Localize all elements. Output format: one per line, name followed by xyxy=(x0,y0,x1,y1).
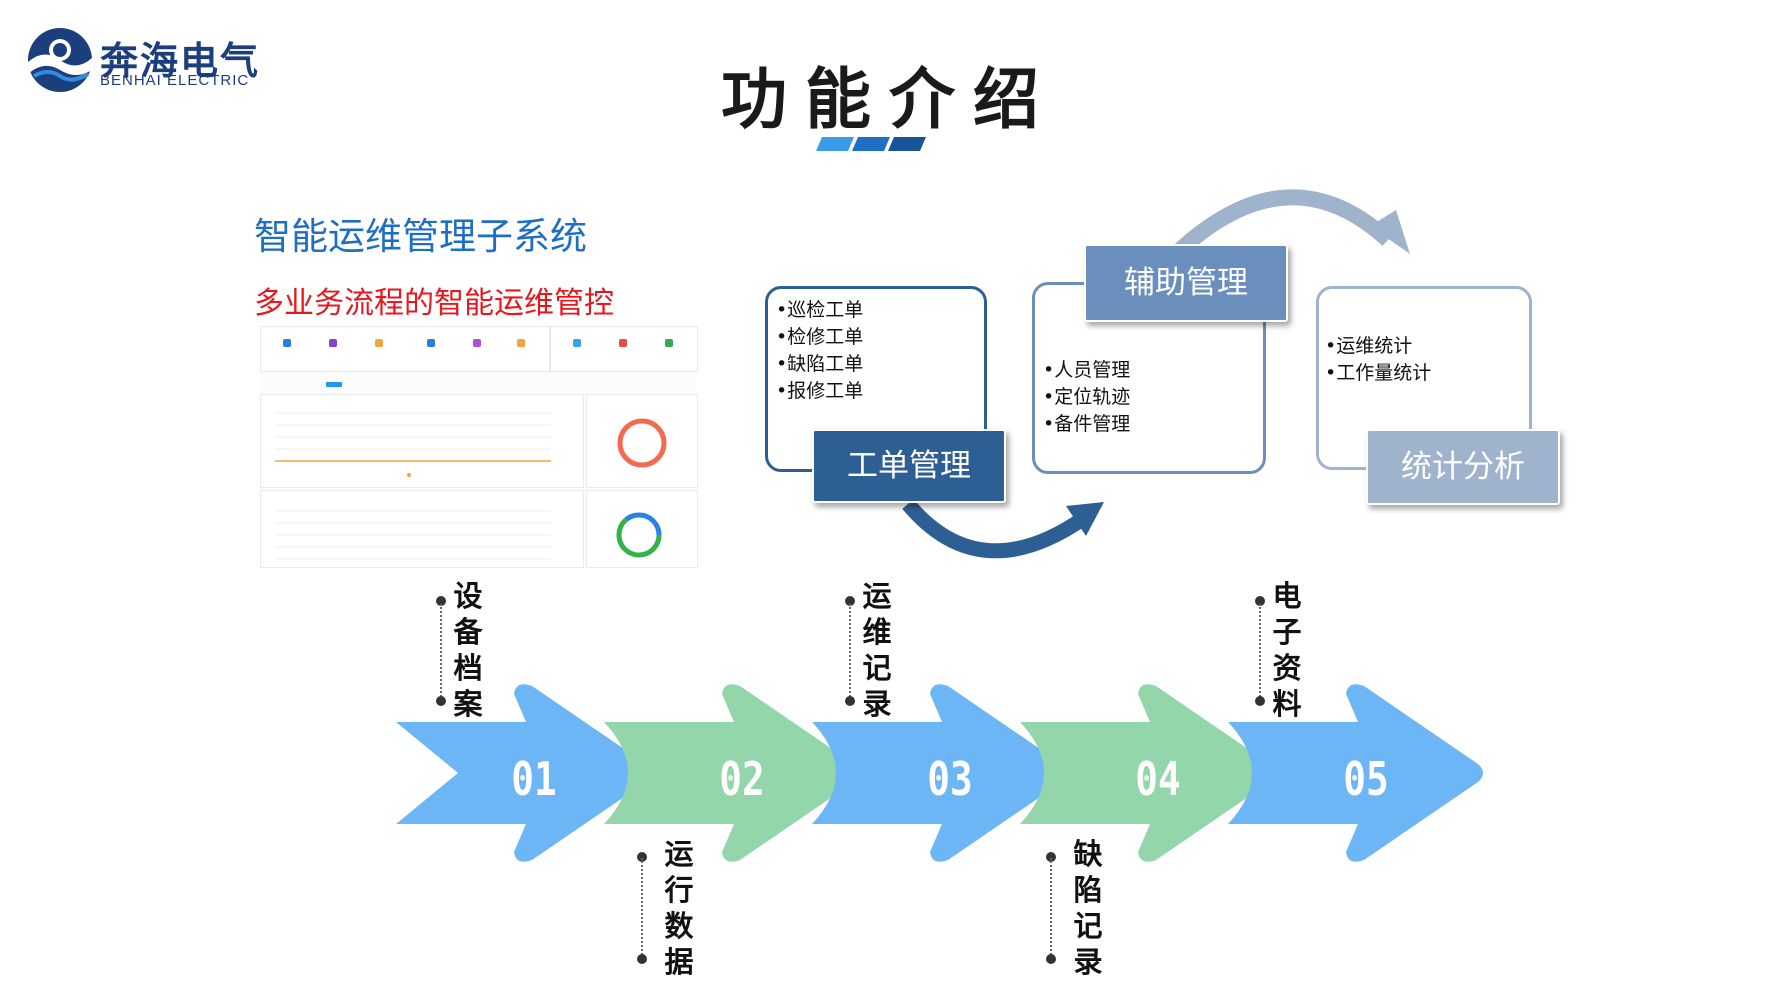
step-number-01: 01 xyxy=(511,752,557,806)
step-arrow-4 xyxy=(1020,684,1275,862)
dashboard-donut-panel-2 xyxy=(586,490,698,568)
step-number-03: 03 xyxy=(927,752,973,806)
step-label-char: 记 xyxy=(862,651,892,685)
logo-name-en: BENHAI ELECTRIC xyxy=(100,72,250,89)
auxiliary-item: •备件管理 xyxy=(1043,413,1131,435)
step-label-02: 运 行 数 据 xyxy=(662,836,696,980)
step-label-char: 缺 xyxy=(1073,837,1103,871)
curved-arrow-top-icon xyxy=(1174,189,1410,256)
step-label-dot xyxy=(1255,696,1265,706)
statistics-item: •运维统计 xyxy=(1325,335,1413,357)
step-label-dot xyxy=(436,596,446,606)
step-number-02: 02 xyxy=(719,752,765,806)
auxiliary-button[interactable]: 辅助管理 xyxy=(1084,244,1288,322)
dashboard-line-panel-1 xyxy=(260,394,584,488)
company-logo xyxy=(24,26,264,96)
auxiliary-item: •人员管理 xyxy=(1043,359,1131,381)
step-label-connector xyxy=(849,604,851,700)
step-label-04: 缺 陷 记 录 xyxy=(1071,836,1105,980)
auxiliary-list: •人员管理 •定位轨迹 •备件管理 xyxy=(1043,357,1130,438)
statistics-list: •运维统计 •工作量统计 xyxy=(1325,333,1431,387)
kpi-group-2 xyxy=(550,326,698,372)
step-label-dot xyxy=(845,596,855,606)
step-number-05: 05 xyxy=(1343,752,1389,806)
step-arrow-1 xyxy=(396,684,651,862)
work-order-item: •巡检工单 xyxy=(776,299,864,321)
step-label-char: 行 xyxy=(664,873,694,907)
step-label-connector xyxy=(1259,604,1261,700)
step-label-char: 数 xyxy=(664,909,694,943)
kpi-group-1 xyxy=(260,326,550,372)
logo-wave-icon xyxy=(28,28,92,92)
step-label-char: 据 xyxy=(664,945,694,979)
dashboard-screenshot xyxy=(260,326,698,568)
auxiliary-item: •定位轨迹 xyxy=(1043,386,1131,408)
step-label-char: 录 xyxy=(862,687,892,721)
work-order-item: •缺陷工单 xyxy=(776,353,864,375)
step-label-03: 运 维 记 录 xyxy=(860,578,894,722)
subsystem-title: 智能运维管理子系统 xyxy=(254,215,587,258)
step-label-char: 录 xyxy=(1073,945,1103,979)
step-label-connector xyxy=(641,858,643,958)
step-label-01: 设 备 档 案 xyxy=(451,578,485,722)
step-label-char: 设 xyxy=(453,579,483,613)
statistics-item: •工作量统计 xyxy=(1325,362,1432,384)
step-label-connector xyxy=(1050,858,1052,958)
auxiliary-label: 辅助管理 xyxy=(1124,265,1248,301)
step-label-dot xyxy=(637,852,647,862)
statistics-button[interactable]: 统计分析 xyxy=(1366,429,1560,505)
statistics-label: 统计分析 xyxy=(1401,449,1525,485)
step-label-connector xyxy=(440,604,442,700)
step-label-char: 子 xyxy=(1272,615,1302,649)
step-label-dot xyxy=(1255,596,1265,606)
step-label-dot xyxy=(436,696,446,706)
work-order-button[interactable]: 工单管理 xyxy=(812,429,1006,503)
step-label-char: 维 xyxy=(862,615,892,649)
step-arrow-5 xyxy=(1228,684,1483,862)
step-label-char: 案 xyxy=(453,687,483,721)
step-label-char: 料 xyxy=(1272,687,1302,721)
step-label-char: 电 xyxy=(1272,579,1302,613)
step-arrows xyxy=(396,684,1483,862)
page-title: 功能介绍 xyxy=(721,61,1057,138)
work-order-item: •检修工单 xyxy=(776,326,864,348)
step-label-char: 记 xyxy=(1073,909,1103,943)
step-label-05: 电 子 资 料 xyxy=(1270,578,1304,722)
step-label-char: 运 xyxy=(664,837,694,871)
step-label-char: 运 xyxy=(862,579,892,613)
step-label-char: 档 xyxy=(453,651,483,685)
step-label-dot xyxy=(1046,852,1056,862)
work-order-label: 工单管理 xyxy=(847,448,971,484)
work-order-item: •报修工单 xyxy=(776,380,864,402)
dashboard-donut-panel-1 xyxy=(586,394,698,488)
title-underline-decoration xyxy=(816,137,926,151)
step-label-dot xyxy=(845,696,855,706)
work-order-list: •巡检工单 •检修工单 •缺陷工单 •报修工单 xyxy=(776,297,863,405)
step-arrow-2 xyxy=(604,684,859,862)
dashboard-search-button xyxy=(326,382,342,387)
step-label-char: 资 xyxy=(1272,651,1302,685)
step-number-04: 04 xyxy=(1135,752,1181,806)
curved-arrow-bottom-icon xyxy=(902,499,1104,559)
step-label-char: 陷 xyxy=(1073,873,1103,907)
logo-name-cn: 奔海电气 xyxy=(100,39,261,83)
step-label-char: 备 xyxy=(453,615,483,649)
dashboard-line-panel-2 xyxy=(260,490,584,568)
step-label-dot xyxy=(1046,954,1056,964)
subsystem-subtitle: 多业务流程的智能运维管控 xyxy=(254,286,614,321)
step-label-dot xyxy=(637,954,647,964)
step-arrow-3 xyxy=(812,684,1067,862)
